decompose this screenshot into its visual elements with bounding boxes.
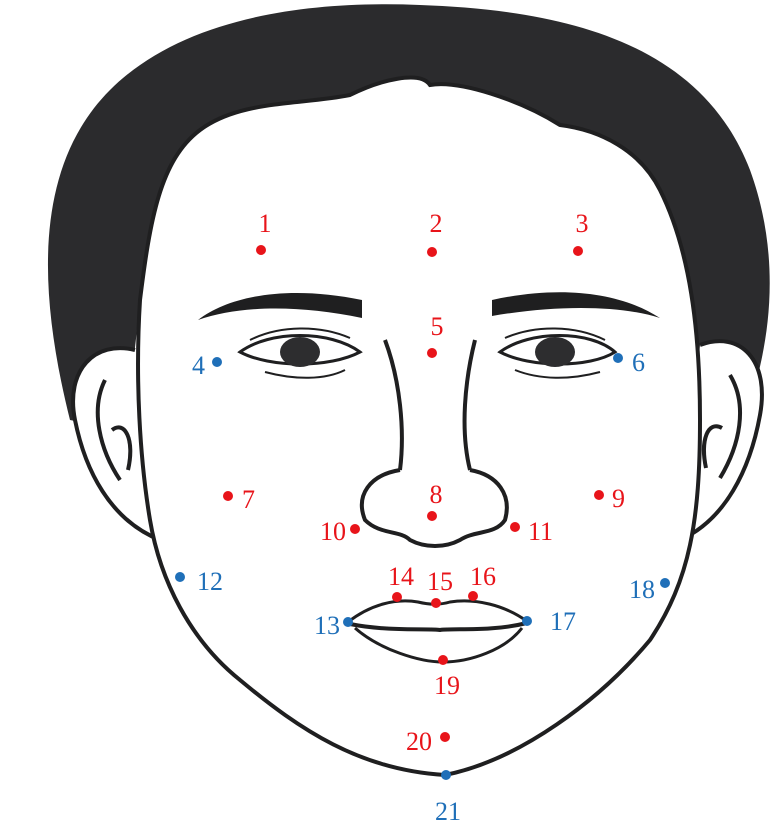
landmark-point-9 — [594, 490, 604, 500]
right-pupil — [535, 337, 575, 367]
landmark-point-17 — [522, 616, 532, 626]
landmark-point-4 — [212, 357, 222, 367]
landmark-point-6 — [613, 353, 623, 363]
landmark-point-13 — [343, 617, 353, 627]
landmark-point-15 — [431, 598, 441, 608]
landmark-label-10: 10 — [320, 517, 346, 546]
landmark-point-19 — [438, 655, 448, 665]
landmark-point-1 — [256, 245, 266, 255]
landmark-point-11 — [510, 522, 520, 532]
landmark-label-5: 5 — [431, 312, 444, 341]
left-pupil — [280, 337, 320, 367]
landmark-label-19: 19 — [434, 671, 460, 700]
landmark-label-16: 16 — [470, 562, 496, 591]
landmark-point-18 — [660, 578, 670, 588]
landmark-point-14 — [392, 592, 402, 602]
face-outline — [138, 78, 700, 775]
landmark-label-13: 13 — [314, 611, 340, 640]
landmark-point-21 — [441, 770, 451, 780]
landmark-point-16 — [468, 591, 478, 601]
landmark-point-5 — [427, 348, 437, 358]
landmark-label-15: 15 — [427, 567, 453, 596]
landmark-point-8 — [427, 511, 437, 521]
landmark-point-10 — [350, 524, 360, 534]
landmark-label-14: 14 — [388, 562, 414, 591]
landmark-point-2 — [427, 247, 437, 257]
landmark-label-18: 18 — [629, 575, 655, 604]
landmark-label-11: 11 — [528, 517, 553, 546]
landmark-label-21: 21 — [435, 797, 461, 826]
landmark-label-12: 12 — [197, 567, 223, 596]
landmark-point-12 — [175, 572, 185, 582]
landmark-label-6: 6 — [632, 348, 645, 377]
landmark-label-4: 4 — [192, 351, 205, 380]
landmark-point-7 — [223, 491, 233, 501]
landmark-label-1: 1 — [259, 209, 272, 238]
landmark-label-8: 8 — [430, 480, 443, 509]
landmark-label-20: 20 — [406, 727, 432, 756]
landmark-point-20 — [440, 732, 450, 742]
landmark-label-9: 9 — [612, 484, 625, 513]
landmark-label-7: 7 — [242, 485, 255, 514]
landmark-label-3: 3 — [576, 209, 589, 238]
landmark-point-3 — [573, 246, 583, 256]
landmark-21: 21 — [435, 770, 461, 826]
landmark-label-17: 17 — [550, 607, 576, 636]
landmark-label-2: 2 — [430, 209, 443, 238]
